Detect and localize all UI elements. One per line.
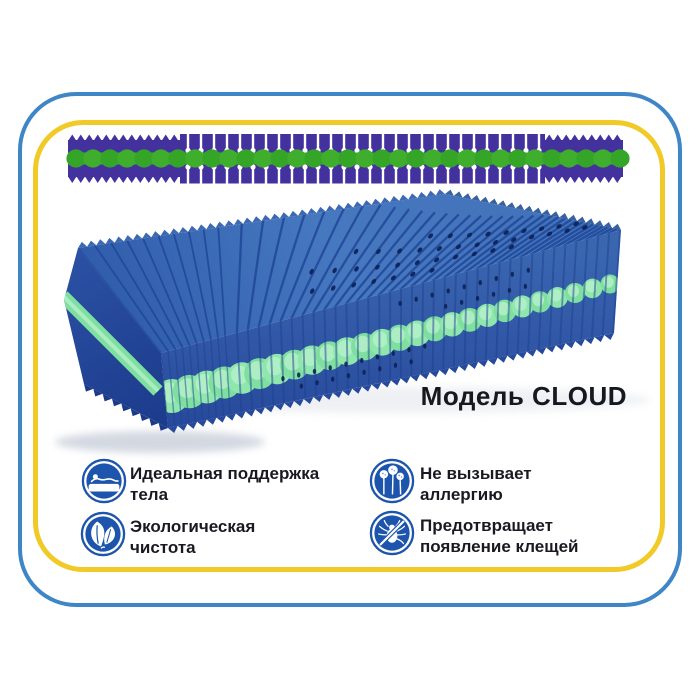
feature-line: чистота: [130, 538, 196, 557]
mattress-support-icon: [81, 458, 127, 504]
feature-line: Экологическая: [130, 517, 256, 536]
anti-allergy-icon: [369, 458, 415, 504]
mattress-3d-illustration: [55, 189, 650, 453]
feature-text: Идеальная поддержка тела: [130, 463, 319, 505]
feature-text: Не вызывает аллергию: [420, 463, 532, 505]
feature-text: Предотвращает появление клещей: [420, 515, 579, 557]
mattress-cross-section-band: [66, 133, 630, 184]
feature-line: Идеальная поддержка: [130, 464, 320, 483]
feature-text: Экологическая чистота: [130, 516, 255, 558]
anti-mite-icon: [369, 510, 415, 556]
feature-line: Не вызывает: [420, 464, 532, 483]
card-outer-border: [18, 92, 682, 607]
feature-line: Предотвращает: [420, 516, 553, 535]
eco-leaf-icon: [80, 511, 126, 557]
feature-line: аллергию: [420, 485, 503, 504]
feature-line: тела: [130, 485, 169, 504]
feature-line: появление клещей: [420, 537, 579, 556]
card-inner-border: [33, 120, 665, 572]
product-title: Модель CLOUD: [420, 381, 627, 411]
